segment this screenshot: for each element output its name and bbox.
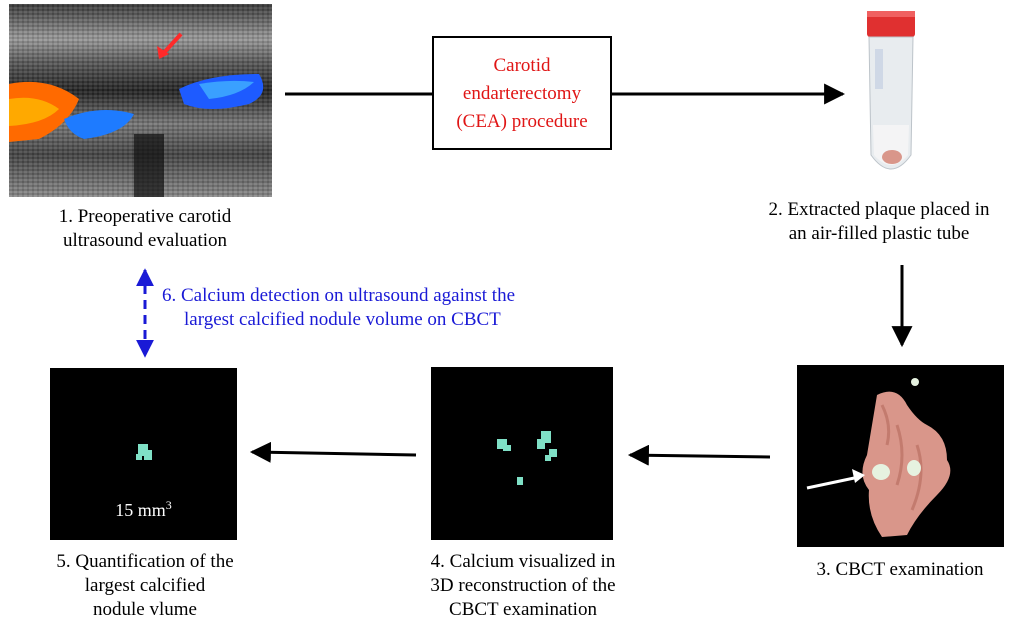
tube-drawing bbox=[867, 11, 915, 170]
procedure-line-3: (CEA) procedure bbox=[456, 111, 588, 132]
step-6-caption: 6. Calcium detection on ultrasound again… bbox=[162, 284, 602, 332]
volume-value: 15 mm bbox=[115, 500, 166, 520]
ultrasound-image bbox=[9, 4, 272, 197]
plastic-tube-image bbox=[861, 5, 921, 183]
procedure-line-1: Carotid bbox=[493, 55, 551, 76]
reconstruction-image bbox=[431, 367, 613, 540]
volume-exponent: 3 bbox=[165, 498, 172, 512]
step-4-caption: 4. Calcium visualized in 3D reconstructi… bbox=[398, 550, 648, 622]
step-3-caption: 3. CBCT examination bbox=[790, 558, 1010, 582]
step-2-line-2: an air-filled plastic tube bbox=[788, 223, 970, 244]
step-5-line-1: 5. Quantification of the bbox=[56, 551, 234, 572]
step-4-line-3: CBCT examination bbox=[449, 599, 597, 620]
step-3-line-1: 3. CBCT examination bbox=[816, 559, 984, 580]
step-1-line-2: ultrasound evaluation bbox=[62, 230, 228, 251]
step-5-line-2: largest calcified bbox=[84, 575, 206, 596]
cbct-rendering bbox=[806, 378, 951, 537]
step-6-line-2: largest calcified nodule volume on CBCT bbox=[184, 309, 501, 330]
step-5-line-3: nodule vlume bbox=[93, 599, 197, 620]
ultrasound-overlay bbox=[9, 32, 264, 197]
step-1-line-1: 1. Preoperative carotid bbox=[58, 206, 232, 227]
step-6-line-1: 6. Calcium detection on ultrasound again… bbox=[162, 285, 516, 306]
volume-label: 15 mm3 bbox=[50, 498, 237, 521]
arrow-recon-to-quant bbox=[249, 441, 417, 463]
step-2-caption: 2. Extracted plaque placed in an air-fil… bbox=[744, 198, 1014, 246]
procedure-box: Carotid endarterectomy (CEA) procedure bbox=[432, 36, 612, 150]
step-2-line-1: 2. Extracted plaque placed in bbox=[768, 199, 990, 220]
step-4-line-2: 3D reconstruction of the bbox=[430, 575, 616, 596]
step-5-caption: 5. Quantification of the largest calcifi… bbox=[20, 550, 270, 622]
step-4-line-1: 4. Calcium visualized in bbox=[430, 551, 616, 572]
arrow-cbct-to-recon bbox=[627, 444, 771, 466]
procedure-line-2: endarterectomy bbox=[462, 83, 582, 104]
step-1-caption: 1. Preoperative carotid ultrasound evalu… bbox=[20, 205, 270, 253]
cbct-image bbox=[797, 365, 1004, 547]
quantification-image: 15 mm3 bbox=[50, 368, 237, 540]
